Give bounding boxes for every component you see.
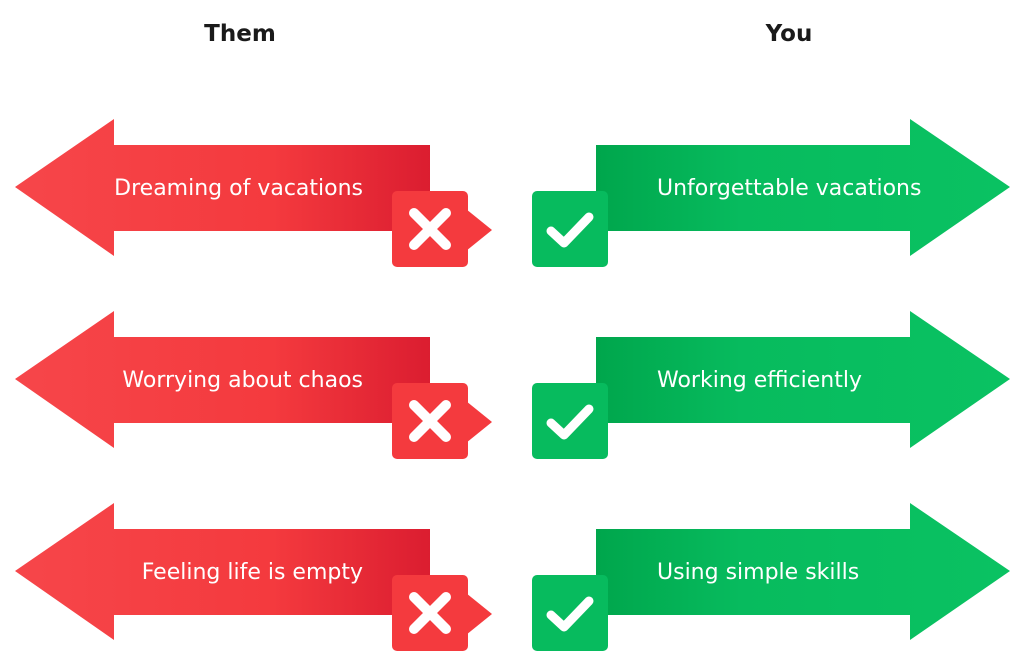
comparison-row: Dreaming of vacations Unforgettable vaca…	[0, 119, 1025, 267]
check-mark-icon	[532, 191, 608, 267]
you-column-title: You	[765, 21, 813, 47]
them-label: Dreaming of vacations	[114, 176, 363, 201]
comparison-row: Worrying about chaos Working efficiently	[0, 311, 1025, 459]
them-arrow	[15, 119, 492, 256]
check-mark-icon	[532, 383, 608, 459]
you-label: Using simple skills	[657, 560, 860, 585]
them-label: Worrying about chaos	[122, 368, 363, 393]
them-arrow	[15, 311, 492, 448]
them-label: Feeling life is empty	[141, 560, 363, 585]
comparison-row: Feeling life is empty Using simple skill…	[0, 503, 1025, 651]
you-label: Unforgettable vacations	[657, 176, 922, 201]
you-label: Working efficiently	[657, 368, 862, 393]
them-column-title: Them	[204, 21, 276, 47]
check-mark-icon	[532, 575, 608, 651]
x-mark-icon	[392, 383, 468, 459]
x-mark-icon	[392, 575, 468, 651]
x-mark-icon	[392, 191, 468, 267]
them-arrow	[15, 503, 492, 640]
